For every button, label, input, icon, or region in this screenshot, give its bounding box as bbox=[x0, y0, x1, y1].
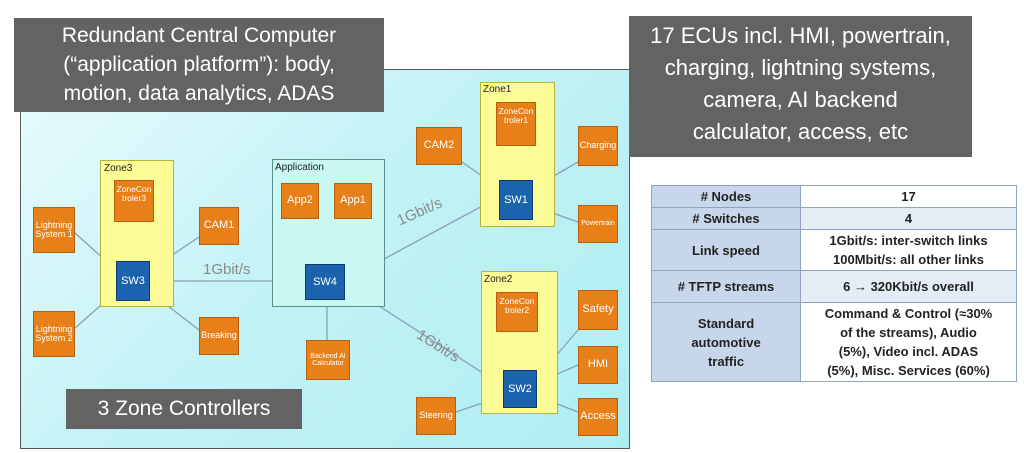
ecu-app1: App1 bbox=[334, 183, 372, 219]
switch-sw2: SW2 bbox=[503, 370, 537, 408]
table-key: Standard automotive traffic bbox=[651, 302, 801, 382]
zone3-label: Zone3 bbox=[104, 163, 133, 174]
central-computer-line-3: motion, data analytics, ADAS bbox=[63, 82, 335, 105]
ecu-cam1: CAM1 bbox=[199, 207, 239, 245]
table-value-line: of the streams), Audio bbox=[840, 325, 977, 340]
network-spec-table: # Nodes 17 # Switches 4 Link speed 1Gbit… bbox=[651, 185, 1017, 382]
table-key-line: automotive bbox=[691, 334, 761, 350]
table-value: Command & Control (≈30% of the streams),… bbox=[800, 302, 1017, 382]
table-row: # TFTP streams 6 → 320Kbit/s overall bbox=[651, 270, 1017, 303]
ecu-backend-ai-calculator: Backend AI Calculator bbox=[306, 340, 350, 380]
table-key: # Nodes bbox=[651, 185, 801, 208]
ecu-steering: Steering bbox=[416, 397, 456, 435]
table-row: Link speed 1Gbit/s: inter-switch links 1… bbox=[651, 229, 1017, 271]
ecu-charging: Charging bbox=[578, 126, 618, 166]
ecu-summary-line-1: 17 ECUs incl. HMI, powertrain, bbox=[650, 23, 951, 48]
zone2-label: Zone2 bbox=[484, 274, 513, 285]
ecu-summary-banner: 17 ECUs incl. HMI, powertrain, charging,… bbox=[629, 16, 972, 157]
link-label-sw3-sw4: 1Gbit/s bbox=[203, 261, 251, 278]
application-label: Application bbox=[275, 162, 324, 173]
ecu-summary-line-2: charging, lightning systems, bbox=[664, 55, 937, 80]
ecu-cam2: CAM2 bbox=[416, 127, 462, 165]
table-value-line: (5%), Video incl. ADAS bbox=[838, 344, 979, 359]
zone1-label: Zone1 bbox=[483, 84, 512, 95]
table-value-line: 100Mbit/s: all other links bbox=[833, 252, 984, 267]
table-value: 6 → 320Kbit/s overall bbox=[800, 270, 1017, 303]
table-key: Link speed bbox=[651, 229, 801, 271]
table-row: Standard automotive traffic Command & Co… bbox=[651, 302, 1017, 382]
table-value-line: 1Gbit/s: inter-switch links bbox=[829, 233, 988, 248]
switch-sw3: SW3 bbox=[116, 261, 150, 301]
ecu-safety: Safety bbox=[578, 290, 618, 330]
table-value: 1Gbit/s: inter-switch links 100Mbit/s: a… bbox=[800, 229, 1017, 271]
zone-controllers-banner: 3 Zone Controllers bbox=[66, 389, 302, 429]
switch-sw4: SW4 bbox=[305, 264, 345, 300]
ecu-access: Access bbox=[578, 398, 618, 436]
zone-controller-1: ZoneCon troler1 bbox=[496, 102, 536, 146]
ecu-lightning-system-1: Lightning System 1 bbox=[33, 207, 75, 253]
table-value: 4 bbox=[800, 207, 1017, 230]
central-computer-line-1: Redundant Central Computer bbox=[61, 24, 337, 47]
zone-controller-3: ZoneCon troler3 bbox=[114, 180, 154, 222]
switch-sw1: SW1 bbox=[499, 180, 533, 220]
table-value-line: Command & Control (≈30% bbox=[824, 306, 993, 321]
table-value-line: (5%), Misc. Services (60%) bbox=[827, 363, 990, 378]
ecu-powertrain: Powertrain bbox=[578, 205, 618, 243]
ecu-breaking: Breaking bbox=[199, 317, 239, 355]
table-value: 17 bbox=[800, 185, 1017, 208]
ecu-summary-line-4: calculator, access, etc bbox=[692, 119, 909, 144]
central-computer-line-2: (“application platform”): body, bbox=[63, 53, 335, 76]
table-row: # Switches 4 bbox=[651, 207, 1017, 230]
table-key-line: traffic bbox=[707, 353, 745, 369]
zone-controller-2: ZoneCon troler2 bbox=[496, 292, 538, 332]
central-computer-banner: Redundant Central Computer (“application… bbox=[14, 18, 384, 112]
table-key-line: Standard bbox=[697, 315, 755, 331]
ecu-summary-line-3: camera, AI backend bbox=[703, 87, 898, 112]
table-row: # Nodes 17 bbox=[651, 185, 1017, 208]
table-key: # TFTP streams bbox=[651, 270, 801, 303]
ecu-lightning-system-2: Lightning System 2 bbox=[33, 311, 75, 357]
ecu-hmi: HMI bbox=[578, 346, 618, 384]
ecu-app2: App2 bbox=[281, 183, 319, 219]
table-key: # Switches bbox=[651, 207, 801, 230]
